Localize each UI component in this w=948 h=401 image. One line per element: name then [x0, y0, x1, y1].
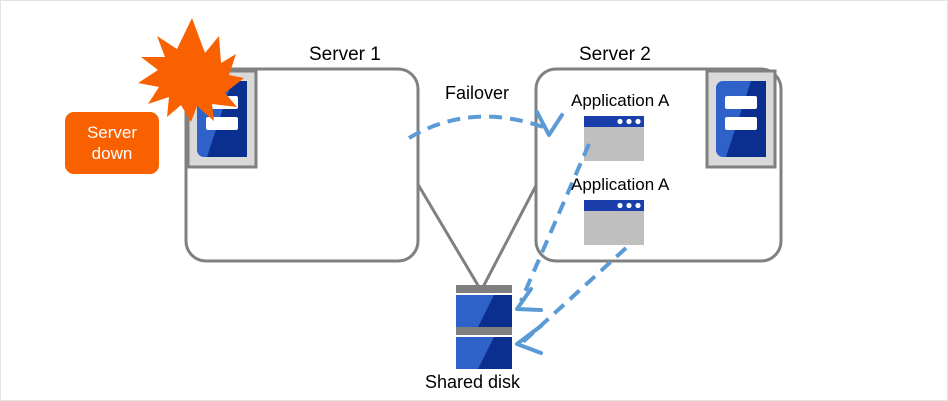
- failover-label: Failover: [445, 83, 510, 103]
- connector-server1-to-disk: [411, 174, 481, 289]
- server-down-line2: down: [91, 144, 133, 163]
- server-down-line1: Server: [86, 122, 138, 142]
- application-label-2: Application A: [571, 175, 670, 194]
- connector-server2-to-disk: [481, 174, 543, 289]
- failover-arrow: [407, 110, 564, 140]
- server-tower-icon: [705, 69, 777, 169]
- server2-title: Server 2: [579, 44, 651, 65]
- server-down-badge: Server down: [65, 112, 159, 174]
- disk-access-arrow-2: [515, 246, 628, 355]
- disk-access-arrow-1: [515, 143, 591, 312]
- shared-disk-label: Shared disk: [425, 372, 521, 392]
- app-window-icon: [584, 200, 644, 245]
- lightning-burst-icon: [138, 18, 244, 122]
- disk-stack-icon: [456, 285, 512, 369]
- server1-title: Server 1: [309, 44, 381, 65]
- server-tower-icon: [186, 69, 258, 169]
- application-label-1: Application A: [571, 91, 670, 110]
- app-window-icon: [584, 116, 644, 161]
